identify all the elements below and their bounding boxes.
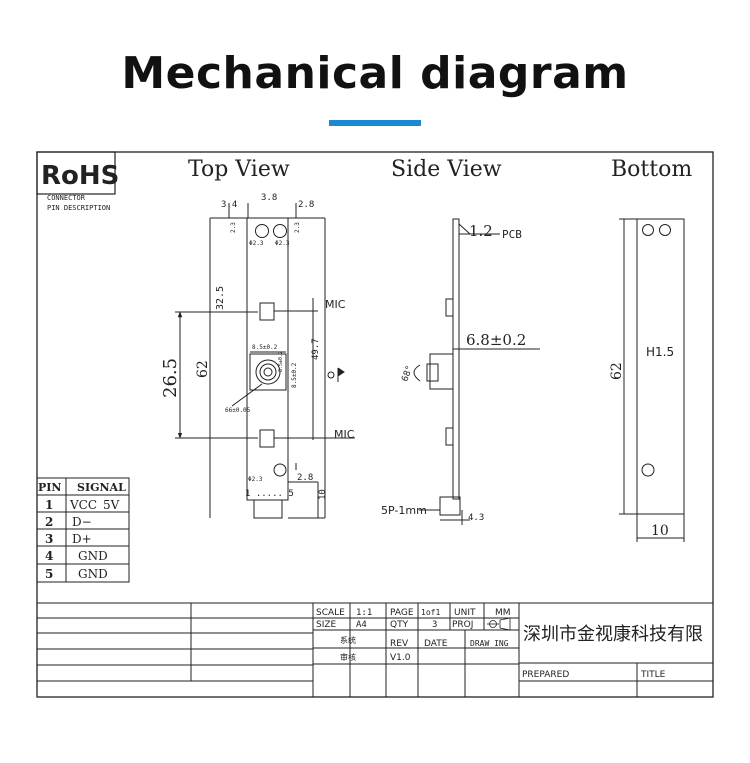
pin-signal: GND (78, 567, 108, 581)
proj-label: PROJ (452, 620, 473, 630)
pin-number: 5 (45, 567, 53, 581)
prepared-label: PREPARED (522, 670, 569, 680)
bottom-dim-10: 10 (651, 523, 669, 539)
dim-4-3: 4.3 (468, 513, 484, 523)
dim-3-8: 3.8 (261, 193, 277, 203)
qty-value: 3 (432, 620, 437, 630)
view-angle: 68° (400, 364, 415, 383)
pin-description-label: PIN DESCRIPTION (47, 204, 110, 212)
rev-value: V1.0 (390, 653, 411, 663)
bottom-height: H1.5 (646, 345, 674, 359)
dim-2-8-top: 2.8 (298, 200, 314, 210)
side-view-dimensions: 1.2 PCB 6.8±0.2 68° 5P-1mm 4.3 (381, 222, 526, 523)
pin-signal: GND (78, 549, 108, 563)
dim-8-5-b: 8.5±0.2 (291, 362, 298, 388)
connector-label: CONNECTOR (47, 194, 86, 202)
rohs-box (36, 151, 116, 195)
fov-dim: 66±0.05 (225, 407, 251, 414)
company-name: 深圳市金视康科技有限 (523, 624, 703, 645)
pin-signal: VCC_5V (69, 498, 120, 512)
pin-header: PIN (38, 481, 61, 494)
pin-number: 2 (45, 515, 53, 529)
dim-49-7: 49.7 (311, 338, 321, 360)
dim-8-5-c: 8.5±0.2 (278, 351, 284, 372)
unit-value: MM (495, 608, 511, 618)
signal-header: SIGNAL (77, 481, 126, 494)
cn-label-1: 系统 (340, 635, 356, 645)
dim-2-8-bottom: 2.8 (297, 473, 313, 483)
size-value: A4 (356, 620, 367, 630)
pcb-label: PCB (502, 228, 522, 241)
orientation-icon (327, 367, 345, 382)
side-view-title: Side View (391, 157, 502, 182)
pcb-thickness: 1.2 (469, 222, 493, 240)
projection-icon (487, 617, 511, 631)
page-title: Mechanical diagram (121, 48, 629, 99)
drawing-label: DRAW ING (470, 639, 509, 648)
page-label: PAGE (390, 608, 414, 618)
mic-top-label: MIC (325, 298, 346, 311)
lens-height: 6.8±0.2 (466, 331, 526, 349)
date-label: DATE (424, 639, 448, 649)
bottom-view-title: Bottom (611, 157, 692, 182)
dim-2-3-a: 2.3 (230, 222, 237, 233)
qty-label: QTY (390, 620, 409, 630)
size-label: SIZE (316, 620, 337, 630)
bottom-view-dimensions: H1.5 62 10 (609, 345, 674, 539)
title-label: TITLE (640, 670, 666, 680)
scale-label: SCALE (316, 608, 345, 618)
unit-label: UNIT (454, 608, 476, 618)
page-value: 1of1 (421, 608, 440, 617)
dim-10: 10 (318, 489, 328, 500)
dim-26-5: 26.5 (160, 358, 181, 398)
pin-number: 3 (45, 532, 53, 546)
top-view-title: Top View (188, 157, 290, 182)
rev-label: REV (390, 639, 409, 649)
dim-2-3-b: 2.3 (294, 222, 301, 233)
dim-32-5: 32.5 (215, 286, 226, 310)
pin-table: PIN SIGNAL 1 VCC_5V 2 D− 3 D+ 4 GND 5 GN… (36, 477, 130, 583)
mic-bottom-label: MIC (334, 428, 355, 441)
title-block: SCALE 1:1 PAGE 1of1 UNIT MM SIZE A4 QTY … (37, 602, 713, 697)
top-view (175, 203, 355, 519)
pin-signal: D− (72, 515, 92, 529)
bottom-view (619, 218, 685, 542)
side-view (413, 218, 540, 525)
dim-62: 62 (195, 360, 211, 378)
title-underline (329, 120, 421, 126)
dim-8-5-a: 8.5±0.2 (252, 344, 278, 351)
pin-number: 1 (45, 498, 53, 512)
rohs-label: RoHS (41, 161, 119, 191)
hole-c-dim: Φ2.3 (248, 476, 263, 483)
pin-number: 4 (45, 549, 53, 563)
hole-a-dim: Φ2.3 (249, 240, 264, 247)
drawing-frame (36, 151, 714, 698)
pin-signal: D+ (72, 532, 92, 546)
cn-label-2: 审核 (340, 652, 356, 662)
scale-value: 1:1 (356, 608, 372, 618)
pin-markers: 1 ..... 5 (245, 489, 294, 499)
top-view-dimensions: 3.4 3.8 2.8 2.3 2.3 Φ2.3 Φ2.3 32.5 26.5 … (160, 193, 355, 500)
hole-b-dim: Φ2.3 (275, 240, 290, 247)
connector-spec: 5P-1mm (381, 504, 427, 517)
dim-3-4: 3.4 (221, 200, 237, 210)
bottom-dim-62: 62 (609, 362, 625, 380)
